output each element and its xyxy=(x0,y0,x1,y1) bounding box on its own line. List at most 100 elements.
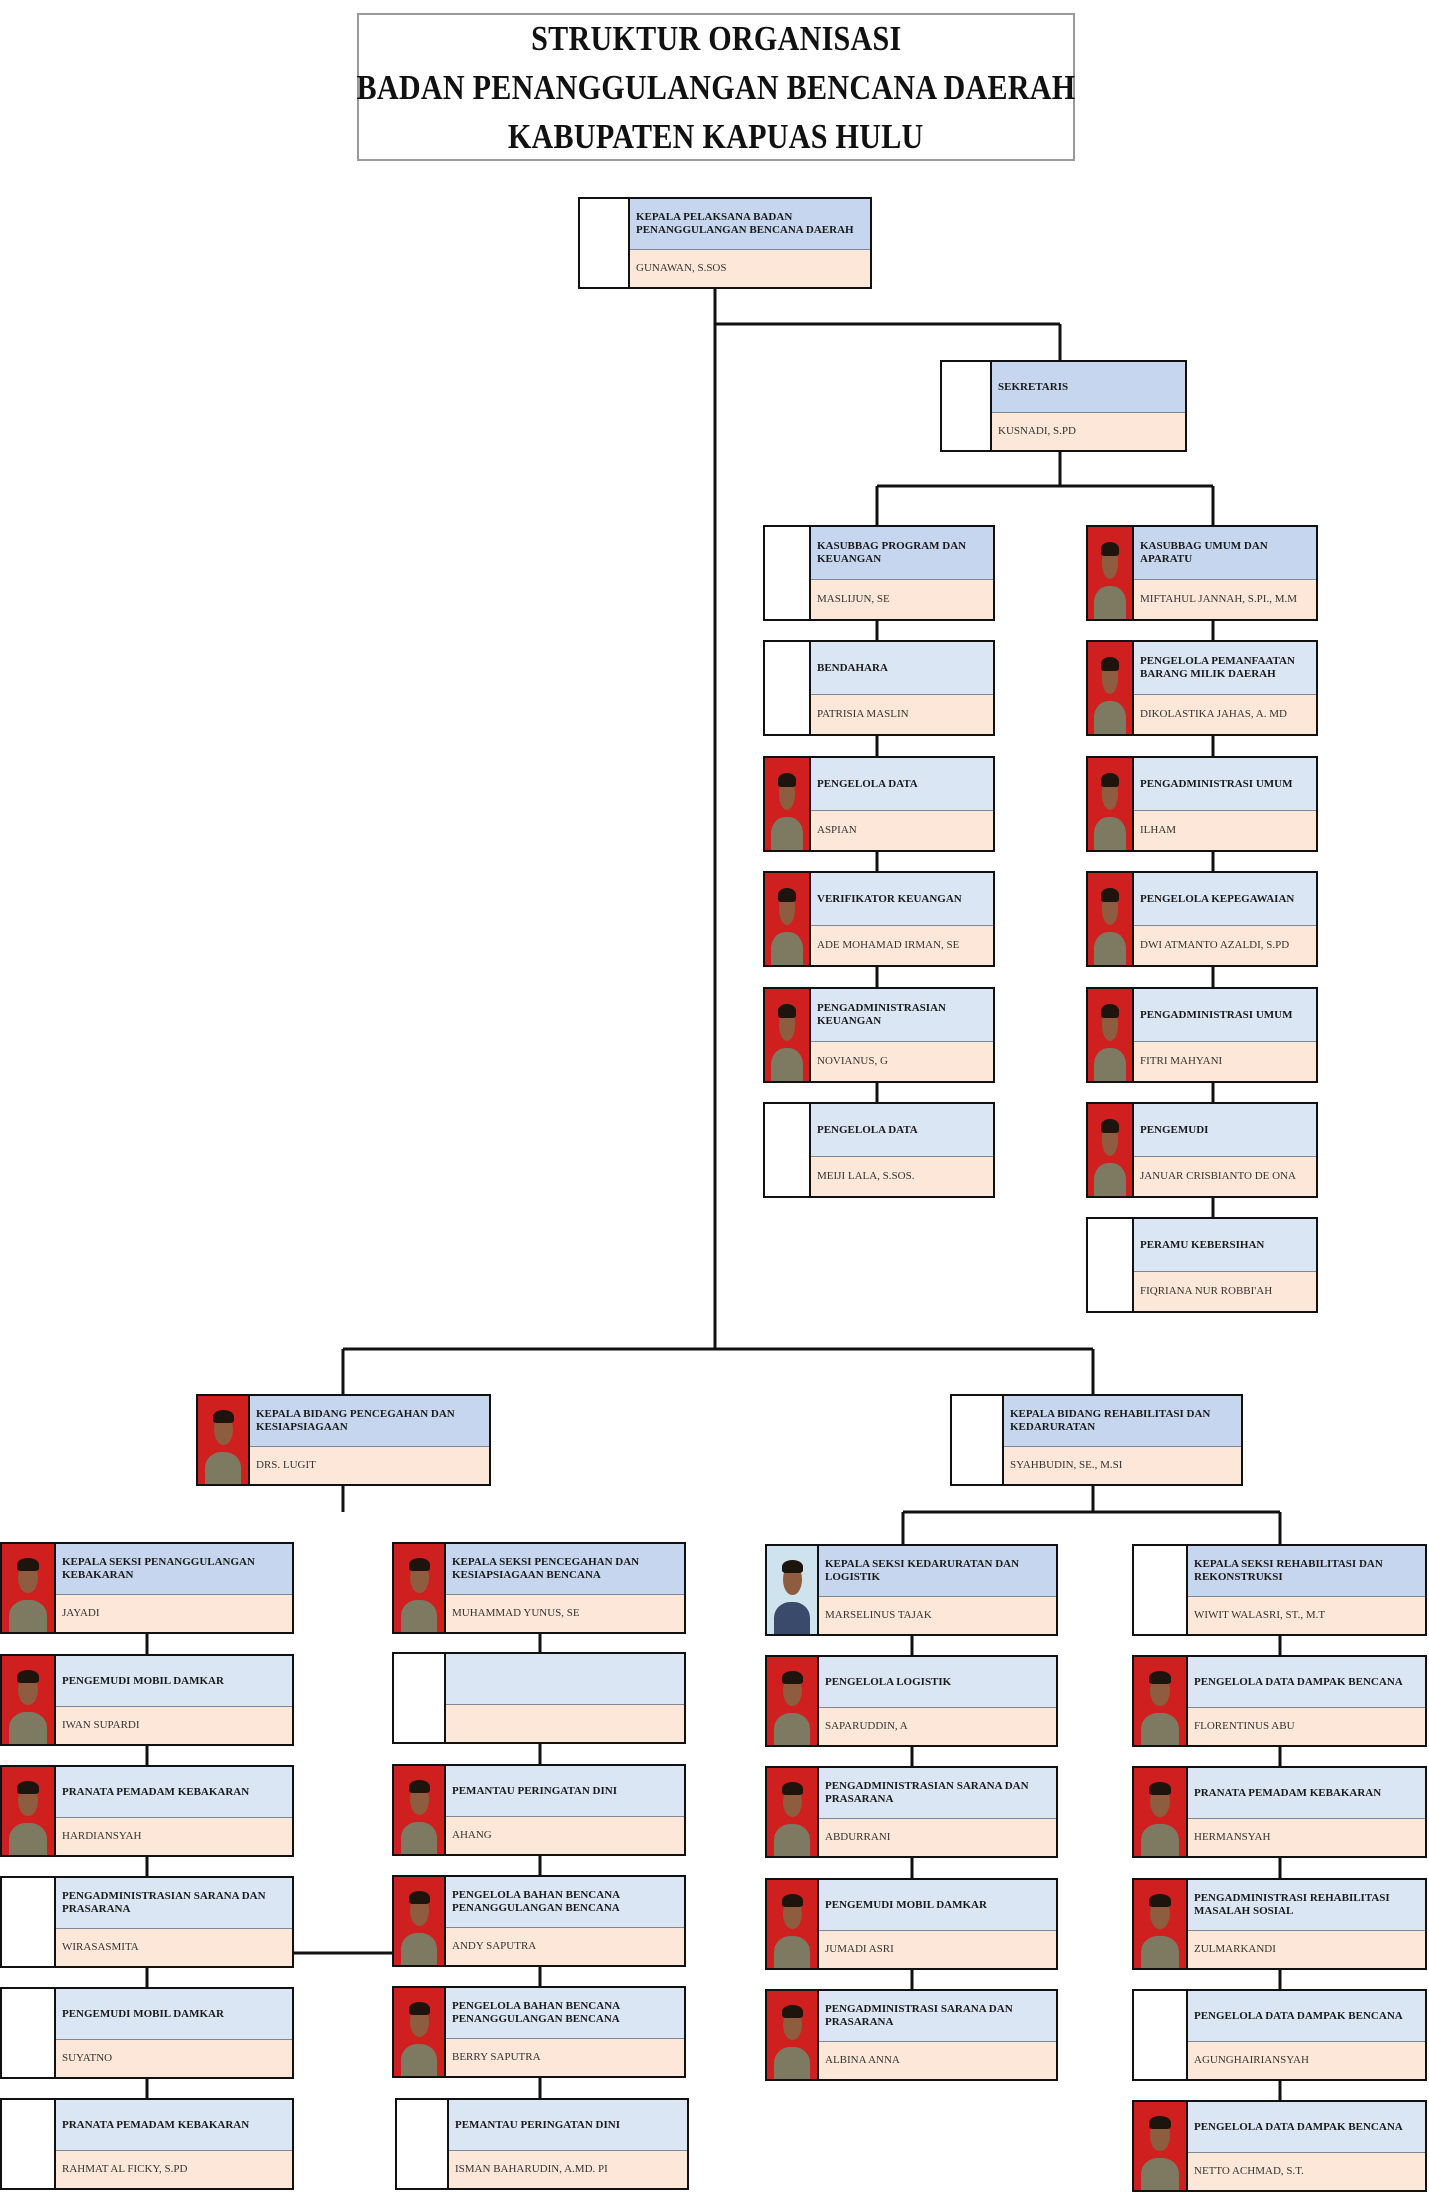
position-title-band: KASUBBAG PROGRAM DAN KEUANGAN xyxy=(811,527,993,581)
position-card: KEPALA SEKSI PENCEGAHAN DAN KESIAPSIAGAA… xyxy=(392,1542,686,1634)
position-title-band: PEMANTAU PERINGATAN DINI xyxy=(449,2100,687,2152)
position-title: KEPALA SEKSI PENANGGULANGAN KEBAKARAN xyxy=(62,1556,255,1582)
person-name-band: SUYATNO xyxy=(56,2040,292,2077)
person-name: JUMADI ASRI xyxy=(825,1943,894,1956)
position-title: PENGELOLA DATA DAMPAK BENCANA xyxy=(1194,2120,1403,2133)
person-name: MIFTAHUL JANNAH, S.Pi., M.M xyxy=(1140,593,1298,606)
position-title-band: PENGELOLA DATA DAMPAK BENCANA xyxy=(1188,1991,1425,2043)
person-name-band: DIKOLASTIKA JAHAS, A. MD xyxy=(1134,695,1316,734)
position-title-band: PRANATA PEMADAM KEBAKARAN xyxy=(56,1767,292,1819)
person-name: ASPIAN xyxy=(817,824,857,837)
photo-placeholder xyxy=(1134,1991,1188,2079)
position-title-band: PENGEMUDI MOBIL DAMKAR xyxy=(819,1880,1056,1932)
position-title-band xyxy=(446,1654,684,1706)
person-name: SUYATNO xyxy=(62,2052,113,2065)
person-name-band: JAYADI xyxy=(56,1595,292,1632)
person-name-band: KUSNADI, S.Pd xyxy=(992,413,1185,450)
position-title: PENGEMUDI MOBIL DAMKAR xyxy=(825,1898,987,1911)
person-name-band: ALBINA ANNA xyxy=(819,2042,1056,2079)
person-name-band: Drs. LUGIT xyxy=(250,1447,489,1484)
person-name: ALBINA ANNA xyxy=(825,2054,900,2067)
person-name-band: MIFTAHUL JANNAH, S.Pi., M.M xyxy=(1134,580,1316,619)
person-name: AGUNGHAIRIANSYAH xyxy=(1194,2054,1309,2067)
person-name-band: ISMAN BAHARUDIN, A.MD. PI xyxy=(449,2151,687,2188)
position-card: PENGELOLA DATA DAMPAK BENCANA AGUNGHAIRIA… xyxy=(1132,1989,1427,2081)
person-photo xyxy=(394,1877,446,1965)
person-name: JANUAR CRISBIANTO DE ONA xyxy=(1140,1170,1296,1183)
position-card: PERAMU KEBERSIHAN FIQRIANA NUR ROBBI'AH xyxy=(1086,1217,1318,1313)
chart-title-line-2: BADAN PENANGGULANGAN BENCANA DAERAH xyxy=(356,67,1076,107)
position-card: PEMANTAU PERINGATAN DINI ISMAN BAHARUDIN,… xyxy=(395,2098,689,2190)
position-title-band: PENGEMUDI MOBIL DAMKAR xyxy=(56,1989,292,2041)
position-card xyxy=(392,1652,686,1744)
person-name-band xyxy=(446,1705,684,1742)
person-name: ABDURRANI xyxy=(825,1831,891,1844)
position-title: PENGELOLA BAHAN BENCANA PENANGGULANGAN B… xyxy=(452,1889,620,1915)
person-name-band: HERMANSYAH xyxy=(1188,1819,1425,1856)
photo-placeholder xyxy=(2,1989,56,2077)
position-title: KASUBBAG UMUM DAN APARATU xyxy=(1140,540,1268,566)
position-title: PEMANTAU PERINGATAN DINI xyxy=(455,2118,620,2131)
person-name: DIKOLASTIKA JAHAS, A. MD xyxy=(1140,708,1287,721)
person-name-band: ABDURRANI xyxy=(819,1819,1056,1856)
person-photo xyxy=(2,1544,56,1632)
position-title: PENGELOLA LOGISTIK xyxy=(825,1675,952,1688)
position-title: VERIFIKATOR KEUANGAN xyxy=(817,892,962,905)
position-title-band: PENGADMINISTRASI REHABILITASI MASALAH SO… xyxy=(1188,1880,1425,1932)
position-card: PENGELOLA DATA DAMPAK BENCANA NETTO ACHMA… xyxy=(1132,2100,1427,2192)
person-name: Drs. LUGIT xyxy=(256,1459,316,1472)
person-name: GUNAWAN, S.Sos xyxy=(636,262,727,275)
person-name-band: SYAHBUDIN, SE., M.Si xyxy=(1004,1447,1241,1484)
person-name-band: RAHMAT AL FICKY, S.PD xyxy=(56,2151,292,2188)
person-name: FITRI MAHYANI xyxy=(1140,1055,1223,1068)
position-title-band: PENGADMINISTRASI UMUM xyxy=(1134,989,1316,1043)
person-photo xyxy=(767,1657,819,1745)
person-name-band: HARDIANSYAH xyxy=(56,1818,292,1855)
person-name-band: PATRISIA MASLIN xyxy=(811,695,993,734)
position-title: KEPALA SEKSI REHABILITASI DAN REKONSTRUK… xyxy=(1194,1558,1383,1584)
position-title: PENGADMINISTRASI UMUM xyxy=(1140,1008,1293,1021)
person-name-band: FIQRIANA NUR ROBBI'AH xyxy=(1134,1272,1316,1311)
person-name-band: NOVIANUS, G xyxy=(811,1042,993,1081)
person-photo xyxy=(765,989,811,1081)
person-name: NETTO ACHMAD, S.T. xyxy=(1194,2165,1304,2178)
photo-placeholder xyxy=(394,1654,446,1742)
photo-placeholder xyxy=(1088,1219,1134,1311)
person-photo xyxy=(1088,873,1134,965)
photo-placeholder xyxy=(1134,1546,1188,1634)
position-title: PENGELOLA PEMANFAATAN BARANG MILIK DAERA… xyxy=(1140,655,1295,681)
position-card: PENGEMUDI MOBIL DAMKAR JUMADI ASRI xyxy=(765,1878,1058,1970)
person-name-band: IWAN SUPARDI xyxy=(56,1707,292,1744)
person-name: AHANG xyxy=(452,1829,492,1842)
person-name: ANDY SAPUTRA xyxy=(452,1940,537,1953)
position-title: PERAMU KEBERSIHAN xyxy=(1140,1238,1265,1251)
person-photo xyxy=(765,758,811,850)
position-card: PENGELOLA BAHAN BENCANA PENANGGULANGAN B… xyxy=(392,1875,686,1967)
person-name: BERRY SAPUTRA xyxy=(452,2051,541,2064)
position-title: PENGEMUDI xyxy=(1140,1123,1209,1136)
position-title: SEKRETARIS xyxy=(998,380,1069,393)
position-title: KEPALA SEKSI PENCEGAHAN DAN KESIAPSIAGAA… xyxy=(452,1556,640,1582)
person-name-band: AGUNGHAIRIANSYAH xyxy=(1188,2042,1425,2079)
position-title-band: KEPALA PELAKSANA BADAN PENANGGULANGAN BE… xyxy=(630,199,870,251)
person-name-band: MEIJI LALA, S.SOS. xyxy=(811,1157,993,1196)
chart-title-line-3: KABUPATEN KAPUAS HULU xyxy=(508,116,924,156)
person-name-band: JUMADI ASRI xyxy=(819,1931,1056,1968)
position-card: PENGELOLA BAHAN BENCANA PENANGGULANGAN B… xyxy=(392,1986,686,2078)
position-title-band: PENGEMUDI MOBIL DAMKAR xyxy=(56,1656,292,1708)
person-name: FLORENTINUS ABU xyxy=(1194,1720,1295,1733)
person-photo xyxy=(394,1766,446,1854)
position-title-band: KEPALA BIDANG REHABILITASI DAN KEDARURAT… xyxy=(1004,1396,1241,1448)
person-name-band: JANUAR CRISBIANTO DE ONA xyxy=(1134,1157,1316,1196)
person-photo xyxy=(2,1767,56,1855)
photo-placeholder xyxy=(942,362,992,450)
